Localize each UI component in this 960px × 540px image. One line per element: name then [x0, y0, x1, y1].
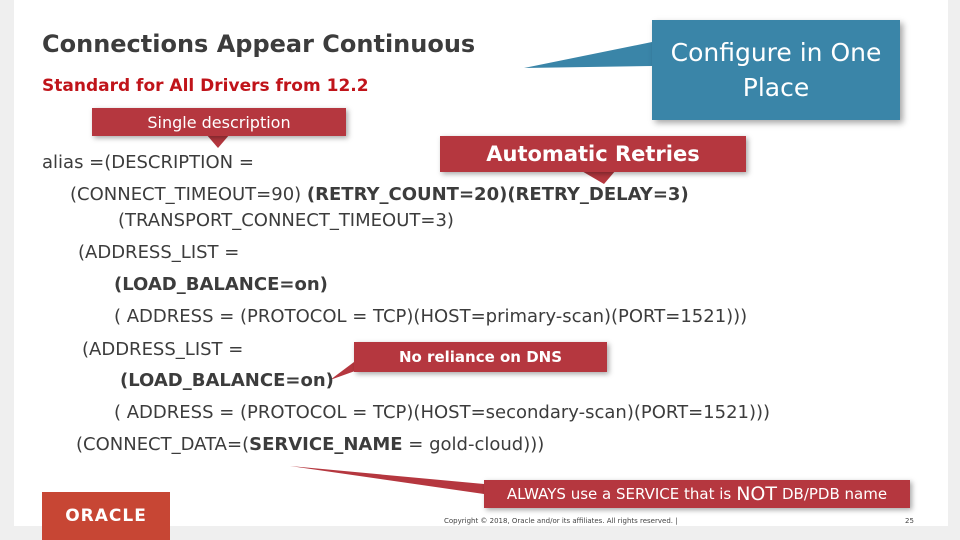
- slide-edge-right: [948, 0, 960, 540]
- service-callout-pre: ALWAYS use a SERVICE that is: [506, 485, 732, 503]
- single-description-callout: Single description: [92, 108, 346, 136]
- service-callout: ALWAYS use a SERVICE that is NOT DB/PDB …: [484, 480, 910, 508]
- copyright-text: Copyright © 2018, Oracle and/or its affi…: [444, 517, 678, 525]
- connect-timeout: (CONNECT_TIMEOUT=90): [70, 184, 302, 205]
- code-line-8: (LOAD_BALANCE=on): [120, 370, 334, 391]
- connect-data: (CONNECT_DATA=(: [76, 434, 250, 455]
- configure-callout-tail: [524, 42, 652, 68]
- automatic-retries-callout: Automatic Retries: [440, 136, 746, 172]
- service-value: = gold-cloud))): [402, 434, 545, 455]
- retry-settings: (RETRY_COUNT=20)(RETRY_DELAY=3): [306, 184, 689, 205]
- slide-subtitle: Standard for All Drivers from 12.2: [42, 76, 369, 96]
- service-callout-tail: [290, 466, 484, 494]
- oracle-logo: ORACLE: [42, 492, 170, 540]
- slide-edge-left: [0, 0, 14, 540]
- service-callout-not: NOT: [736, 483, 777, 505]
- automatic-retries-tail: [580, 170, 616, 184]
- service-callout-post: DB/PDB name: [781, 485, 888, 503]
- single-description-tail: [206, 134, 230, 148]
- code-line-7: (ADDRESS_LIST =: [82, 339, 244, 360]
- code-line-2: (CONNECT_TIMEOUT=90) (RETRY_COUNT=20)(RE…: [70, 184, 689, 205]
- configure-callout: Configure in One Place: [652, 20, 900, 120]
- code-line-1: alias =(DESCRIPTION =: [42, 152, 254, 173]
- code-line-4: (ADDRESS_LIST =: [78, 242, 240, 263]
- code-line-6: ( ADDRESS = (PROTOCOL = TCP)(HOST=primar…: [114, 306, 748, 327]
- no-dns-callout: No reliance on DNS: [354, 342, 607, 372]
- code-line-10: (CONNECT_DATA=(SERVICE_NAME = gold-cloud…: [76, 434, 544, 455]
- code-line-9: ( ADDRESS = (PROTOCOL = TCP)(HOST=second…: [114, 402, 771, 423]
- page-number: 25: [905, 517, 914, 525]
- code-line-3: (TRANSPORT_CONNECT_TIMEOUT=3): [118, 210, 454, 231]
- service-name: SERVICE_NAME: [249, 434, 403, 455]
- code-line-5: (LOAD_BALANCE=on): [114, 274, 328, 295]
- slide-title: Connections Appear Continuous: [42, 30, 476, 58]
- slide-edge-bottom: [0, 526, 960, 540]
